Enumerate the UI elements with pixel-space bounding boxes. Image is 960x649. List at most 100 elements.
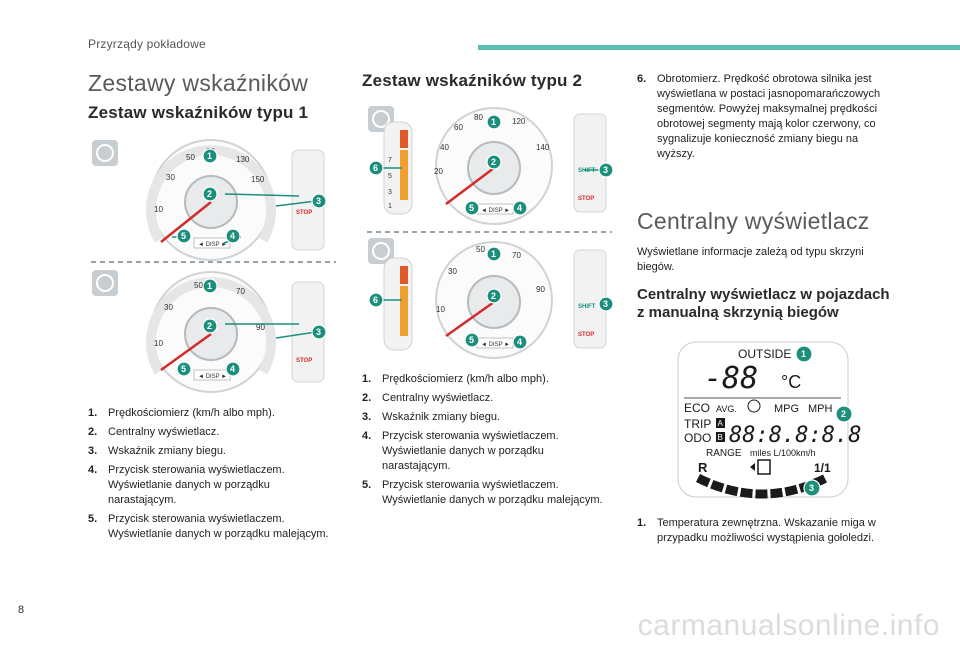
callout-1 (486, 114, 502, 130)
section-title-type-1: Zestaw wskaźników typu 1 (88, 103, 309, 122)
list-item: 2.Centralny wyświetlacz. (362, 392, 494, 404)
legend-list-central-display: 1.Temperatura zewnętrzna. Wskazanie miga… (637, 516, 887, 550)
lcd-digits: 88:8.8:8.8 (729, 423, 861, 448)
callout-1 (202, 148, 218, 164)
svg-text:5: 5 (181, 231, 186, 241)
shift-label: SHIFT (578, 304, 596, 310)
svg-text:1: 1 (388, 203, 392, 210)
cluster-type-2-figure: 7 5 3 1 80 60 120 40 140 20 ◄ DISP ► SHI… (362, 100, 617, 362)
lcd-trip-a: A (718, 419, 724, 428)
svg-text:90: 90 (536, 285, 545, 294)
subsection-title-manual: Centralny wyświetlacz w pojazdach z manu… (637, 286, 890, 321)
svg-text:3: 3 (809, 483, 814, 493)
callout-2 (835, 405, 853, 423)
lcd-odo-label: ODO (684, 431, 711, 445)
svg-text:4: 4 (517, 337, 522, 347)
cluster-type-2-variant-b: 50 70 30 90 10 ◄ DISP ► SHIFT STOP 1 2 3… (368, 238, 614, 359)
legend-list-type-2: 1.Prędkościomierz (km/h albo mph). 2.Cen… (362, 372, 612, 512)
lcd-units-label: miles L/100km/h (750, 448, 816, 458)
svg-text:5: 5 (469, 335, 474, 345)
list-item: 2.Centralny wyświetlacz. (88, 426, 220, 438)
lcd-mph-label: MPH (808, 403, 833, 415)
svg-text:5: 5 (469, 203, 474, 213)
svg-text:50: 50 (476, 245, 485, 254)
central-display-figure: OUTSIDE -88 °C ECO AVG. MPG MPH TRIP A O… (676, 340, 866, 505)
callout-4 (512, 200, 528, 216)
section-title-central-display: Centralny wyświetlacz (637, 208, 870, 234)
list-item: 1.Prędkościomierz (km/h albo mph). (88, 407, 275, 419)
lcd-gear-r: R (698, 460, 708, 475)
header-bar (478, 45, 960, 50)
svg-text:3: 3 (316, 196, 321, 206)
svg-text:4: 4 (517, 203, 522, 213)
list-item: 4.Przycisk sterowania wyświetlaczem. Wyś… (362, 430, 559, 472)
speed-needle (160, 332, 212, 372)
svg-text:2: 2 (491, 291, 496, 301)
svg-text:4: 4 (230, 231, 235, 241)
cluster-type-1-variant-b: 50 70 30 90 10 ◄ DISP ► STOP 1 2 3 4 5 (92, 270, 327, 393)
cluster-type-1-variant-a: 50 90 130 150 30 10 ◄ DISP ► STOP 1 2 3 … (92, 139, 327, 261)
list-item: 1.Prędkościomierz (km/h albo mph). (362, 373, 549, 385)
svg-text:150: 150 (251, 175, 265, 184)
svg-text:2: 2 (841, 409, 846, 419)
callout-2 (486, 288, 502, 304)
callout-3 (311, 324, 327, 340)
callout-5 (176, 361, 192, 377)
svg-text:60: 60 (454, 123, 463, 132)
watermark: carmanualsonline.info (637, 609, 940, 642)
svg-text:2: 2 (207, 189, 212, 199)
callout-3 (803, 479, 821, 497)
callout-6 (368, 160, 384, 176)
svg-text:40: 40 (440, 143, 449, 152)
svg-text:30: 30 (166, 173, 175, 182)
svg-text:1: 1 (801, 349, 806, 359)
svg-text:4: 4 (230, 364, 235, 374)
speed-needle (160, 201, 212, 243)
callout-5 (464, 332, 480, 348)
list-item: 5.Przycisk sterowania wyświetlaczem. Wyś… (362, 479, 603, 506)
svg-text:3: 3 (388, 189, 392, 196)
svg-text:1: 1 (207, 281, 212, 291)
disp-label: ◄ DISP ► (481, 342, 510, 348)
svg-text:130: 130 (236, 155, 250, 164)
fuel-gauge-bar (695, 473, 829, 499)
lcd-odo-b: B (718, 433, 723, 442)
svg-text:6: 6 (373, 295, 378, 305)
list-item: 6.Obrotomierz. Prędkość obrotowa silnika… (637, 73, 881, 160)
callout-6 (368, 292, 384, 308)
lcd-fraction: 1/1 (814, 461, 831, 475)
svg-text:6: 6 (373, 163, 378, 173)
callout-3 (598, 296, 614, 312)
svg-text:1: 1 (491, 117, 496, 127)
list-item: 1.Temperatura zewnętrzna. Wskazanie miga… (637, 517, 876, 544)
svg-text:2: 2 (207, 321, 212, 331)
svg-text:1: 1 (207, 151, 212, 161)
lcd-trip-label: TRIP (684, 417, 711, 431)
svg-text:10: 10 (154, 339, 163, 348)
wrench-icon (747, 399, 761, 413)
lcd-eco-label: ECO (684, 401, 710, 415)
svg-text:1: 1 (491, 249, 496, 259)
callout-2 (202, 318, 218, 334)
lcd-range-label: RANGE (706, 448, 742, 459)
svg-text:20: 20 (434, 167, 443, 176)
page-number: 8 (18, 604, 25, 616)
svg-text:140: 140 (536, 143, 550, 152)
svg-text:70: 70 (236, 287, 245, 296)
fuel-arrow-icon (750, 463, 755, 471)
callout-1 (486, 246, 502, 262)
callout-5 (176, 228, 192, 244)
lcd-degree-unit: °C (781, 372, 801, 392)
lcd-temperature: -88 (704, 361, 758, 396)
callout-3 (598, 162, 614, 178)
lcd-avg-label: AVG. (716, 404, 737, 414)
callout-4 (225, 228, 241, 244)
speed-needle (445, 167, 495, 205)
steering-wheel-icon-box (92, 140, 118, 166)
callout-1 (795, 345, 813, 363)
stop-label: STOP (296, 358, 312, 364)
svg-text:50: 50 (194, 281, 203, 290)
section-title-type-2: Zestaw wskaźników typu 2 (362, 71, 583, 90)
stop-label: STOP (578, 196, 594, 202)
svg-text:3: 3 (603, 299, 608, 309)
